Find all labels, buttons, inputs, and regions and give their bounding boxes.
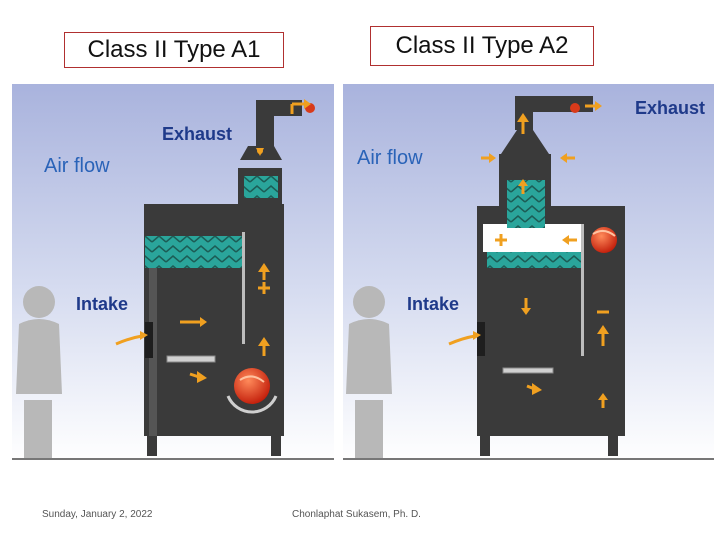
cabinet-leg-left xyxy=(147,436,157,456)
footer-author: Chonlaphat Sukasem, Ph. D. xyxy=(292,509,421,520)
front-opening xyxy=(145,322,153,358)
plenum-wall xyxy=(581,224,584,356)
title-class-ii-type-a2: Class II Type A2 xyxy=(370,26,594,66)
label-air-flow: Air flow xyxy=(357,147,423,169)
cabinet-leg-right xyxy=(608,436,618,456)
title-class-ii-type-a1: Class II Type A1 xyxy=(64,32,284,68)
plenum-space xyxy=(483,224,581,252)
label-intake: Intake xyxy=(407,294,459,314)
plenum-wall xyxy=(242,232,245,344)
airflow-arrows xyxy=(115,99,311,383)
diagram-type-a1: Exhaust Air flow Intake xyxy=(12,84,334,462)
diagram-type-a2: Exhaust Air flow Intake xyxy=(343,84,714,462)
cabinet-leg-left xyxy=(480,436,490,456)
label-exhaust: Exhaust xyxy=(162,124,232,144)
footer-date: Sunday, January 2, 2022 xyxy=(42,509,153,520)
work-surface xyxy=(166,355,216,363)
work-surface xyxy=(502,367,554,374)
front-opening xyxy=(477,322,485,356)
label-exhaust: Exhaust xyxy=(635,98,705,118)
label-intake: Intake xyxy=(76,294,128,314)
exhaust-damper-icon xyxy=(570,103,580,113)
airflow-arrows xyxy=(448,101,609,408)
cabinet-leg-right xyxy=(271,436,281,456)
person-icon xyxy=(346,286,392,458)
label-air-flow: Air flow xyxy=(44,155,110,177)
blower-fan-icon xyxy=(234,368,270,404)
person-icon xyxy=(16,286,62,458)
